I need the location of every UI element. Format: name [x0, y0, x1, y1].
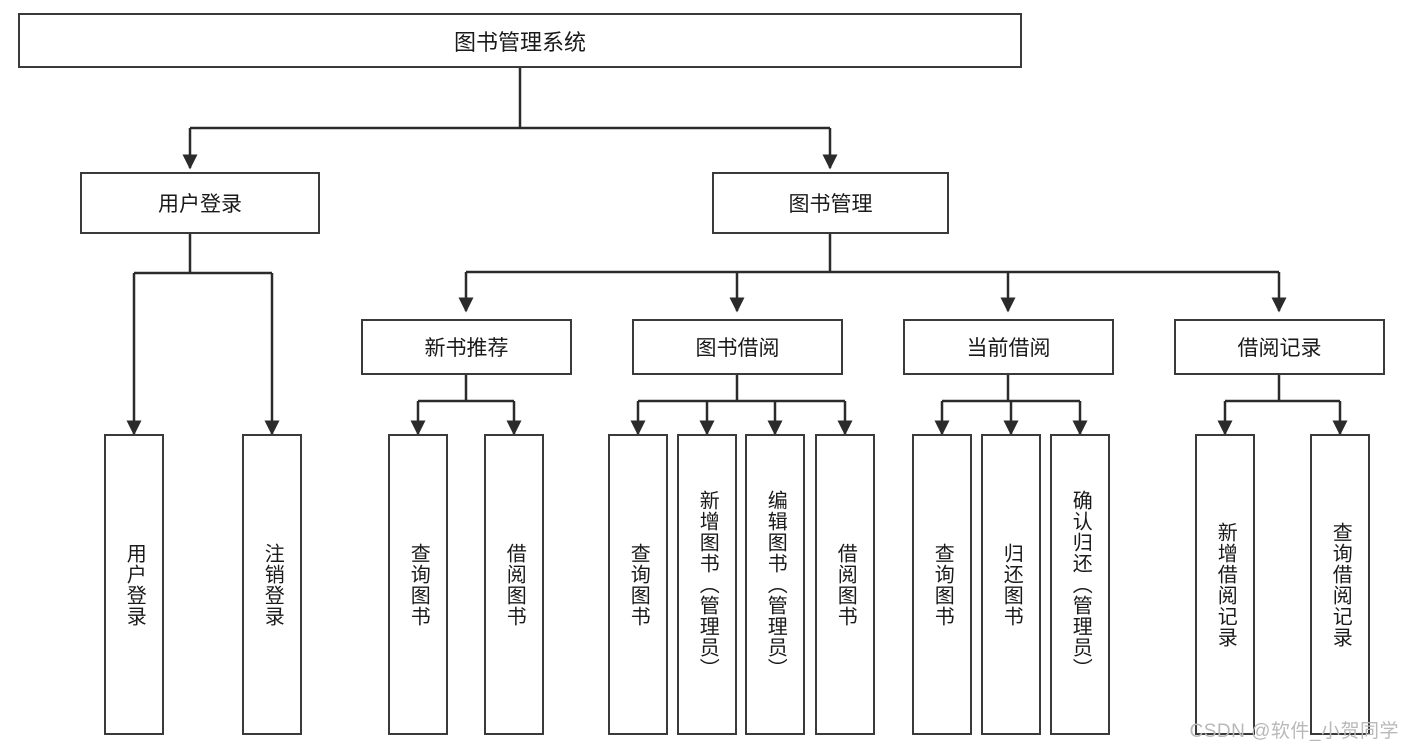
- leaf-query-book-new[interactable]: 查询图书: [388, 434, 448, 735]
- leaf-logout-label: 注销登录: [261, 542, 284, 627]
- leaf-confirm-return-label: 确认归还（管理员）: [1069, 490, 1092, 679]
- leaf-confirm-return[interactable]: 确认归还（管理员）: [1050, 434, 1110, 735]
- node-book-borrow[interactable]: 图书借阅: [632, 319, 843, 375]
- node-borrow-record-label: 借阅记录: [1237, 337, 1322, 360]
- node-current-borrow-label: 当前借阅: [966, 337, 1051, 360]
- leaf-borrow-book-new[interactable]: 借阅图书: [484, 434, 544, 735]
- node-new-book-recommend-label: 新书推荐: [424, 337, 509, 360]
- leaf-borrow-book-new-label: 借阅图书: [503, 542, 526, 627]
- leaf-query-borrow-record-label: 查询借阅记录: [1329, 521, 1352, 648]
- leaf-query-book-borrow[interactable]: 查询图书: [608, 434, 668, 735]
- node-book-borrow-label: 图书借阅: [695, 337, 780, 360]
- node-book-management-label: 图书管理: [788, 193, 873, 216]
- leaf-return-book[interactable]: 归还图书: [981, 434, 1041, 735]
- leaf-borrow-book[interactable]: 借阅图书: [815, 434, 875, 735]
- leaf-add-book-label: 新增图书（管理员）: [696, 490, 719, 679]
- leaf-return-book-label: 归还图书: [1000, 542, 1023, 627]
- node-current-borrow[interactable]: 当前借阅: [903, 319, 1114, 375]
- leaf-edit-book-label: 编辑图书（管理员）: [764, 490, 787, 679]
- node-root[interactable]: 图书管理系统: [18, 13, 1022, 68]
- node-root-label: 图书管理系统: [453, 29, 586, 55]
- leaf-add-book[interactable]: 新增图书（管理员）: [677, 434, 737, 735]
- leaf-add-borrow-record-label: 新增借阅记录: [1214, 521, 1237, 648]
- leaf-user-login[interactable]: 用户登录: [104, 434, 164, 735]
- watermark-text: CSDN @软件_小贺同学: [1189, 721, 1399, 742]
- node-borrow-record[interactable]: 借阅记录: [1174, 319, 1385, 375]
- leaf-borrow-book-label: 借阅图书: [834, 542, 857, 627]
- leaf-add-borrow-record[interactable]: 新增借阅记录: [1195, 434, 1255, 735]
- leaf-logout[interactable]: 注销登录: [242, 434, 302, 735]
- leaf-user-login-label: 用户登录: [123, 542, 146, 627]
- node-user-login[interactable]: 用户登录: [80, 172, 320, 234]
- leaf-query-borrow-record[interactable]: 查询借阅记录: [1310, 434, 1370, 735]
- leaf-query-book-current-label: 查询图书: [931, 542, 954, 627]
- node-book-management[interactable]: 图书管理: [712, 172, 949, 234]
- leaf-query-book-new-label: 查询图书: [407, 542, 430, 627]
- leaf-edit-book[interactable]: 编辑图书（管理员）: [745, 434, 805, 735]
- node-new-book-recommend[interactable]: 新书推荐: [361, 319, 572, 375]
- node-user-login-label: 用户登录: [158, 193, 242, 216]
- leaf-query-book-borrow-label: 查询图书: [627, 542, 650, 627]
- leaf-query-book-current[interactable]: 查询图书: [912, 434, 972, 735]
